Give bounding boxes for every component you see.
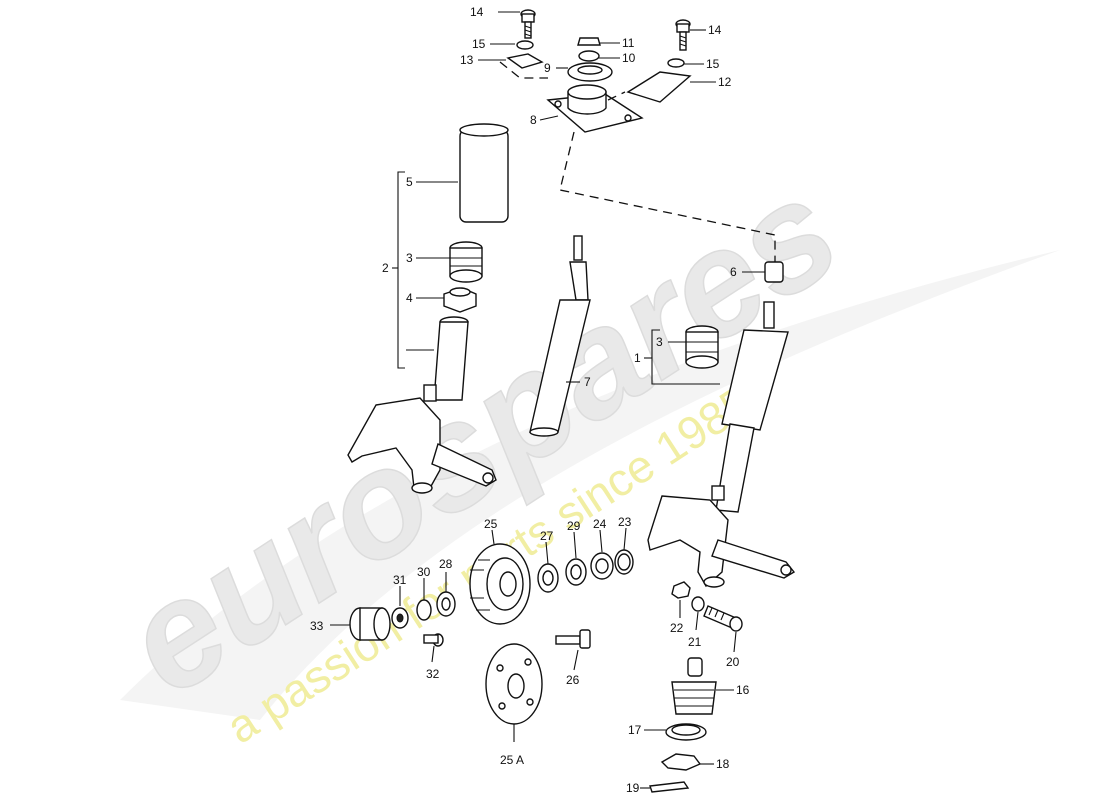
cotter-pin-19 (649, 781, 690, 793)
strut-insert-7 (529, 235, 591, 437)
nut-11 (577, 37, 601, 46)
callout-27: 27 (540, 529, 554, 543)
bump-stop-3-right (685, 325, 719, 369)
watermark-swoosh (120, 250, 1060, 720)
washer-15-right (667, 58, 685, 68)
washer-30 (416, 599, 432, 621)
nut-22 (671, 581, 691, 599)
callout-25: 25 (484, 517, 498, 531)
race-29 (565, 558, 587, 586)
callout-3-right: 3 (656, 335, 663, 349)
callout-4: 4 (406, 291, 413, 305)
callout-20: 20 (726, 655, 740, 669)
callout-3-left: 3 (406, 251, 413, 265)
callout-16: 16 (736, 683, 750, 697)
guide-line-left (499, 61, 548, 79)
callout-28: 28 (439, 557, 453, 571)
callout-8: 8 (530, 113, 537, 127)
bolt-26 (555, 629, 591, 649)
bearing-27 (537, 563, 559, 593)
callout-12: 12 (718, 75, 732, 89)
callout-9: 9 (544, 61, 551, 75)
bearing-9 (567, 62, 613, 82)
callout-29: 29 (567, 519, 581, 533)
plate-12 (626, 71, 692, 103)
callout-26: 26 (566, 673, 580, 687)
callout-13: 13 (460, 53, 474, 67)
bearing-24 (590, 552, 614, 580)
callout-11: 11 (622, 36, 635, 50)
bump-stop-3-left (449, 241, 483, 283)
callout-labels: 14 15 13 11 10 9 8 14 15 12 5 2 3 4 6 3 … (310, 5, 750, 795)
callout-31: 31 (393, 573, 407, 587)
callout-5: 5 (406, 175, 413, 189)
strut-housing-left (347, 316, 497, 494)
callout-21: 21 (688, 635, 702, 649)
bracket-2 (397, 171, 405, 369)
seal-23 (614, 549, 634, 575)
bushing-6 (764, 261, 784, 283)
bolt-14-right (675, 19, 691, 51)
guide-line-main (559, 131, 776, 262)
callout-22: 22 (670, 621, 684, 635)
bolt-14-left (520, 9, 536, 39)
callout-32: 32 (426, 667, 440, 681)
strut-mount-8 (546, 84, 644, 133)
shock-absorber-1 (647, 301, 796, 588)
callout-2: 2 (382, 261, 389, 275)
callout-18: 18 (716, 757, 730, 771)
callout-19: 19 (626, 781, 640, 795)
callout-17: 17 (628, 723, 642, 737)
leader-lines (330, 11, 765, 789)
nut-31 (391, 607, 409, 629)
bearing-28 (436, 591, 456, 617)
ring-17 (665, 723, 707, 741)
spring-seat-4 (443, 287, 477, 313)
lock-washer-18 (660, 753, 702, 771)
callout-15-right: 15 (706, 57, 720, 71)
bracket-1 (651, 329, 720, 385)
callout-30: 30 (417, 565, 431, 579)
callout-10: 10 (622, 51, 636, 65)
callout-14-left: 14 (470, 5, 484, 19)
callout-24: 24 (593, 517, 607, 531)
washer-15-left (516, 40, 534, 50)
dust-cap-33 (349, 607, 391, 641)
callout-7: 7 (584, 375, 591, 389)
callout-33: 33 (310, 619, 324, 633)
callout-14-right: 14 (708, 23, 722, 37)
washer-21 (691, 596, 705, 612)
guide-line-right (607, 91, 626, 101)
plate-13 (506, 53, 544, 69)
callout-23: 23 (618, 515, 632, 529)
callout-1: 1 (634, 351, 641, 365)
screw-32 (423, 633, 444, 647)
callout-6: 6 (730, 265, 737, 279)
washer-10 (578, 50, 600, 62)
wheel-hub-25 (469, 543, 531, 625)
dust-boot-5 (459, 123, 509, 223)
callout-15-left: 15 (472, 37, 486, 51)
ball-joint-boot-16 (671, 657, 717, 715)
callout-25a: 25 A (500, 753, 524, 767)
brake-disc-hub-25a (485, 643, 543, 725)
ball-pin-20 (703, 605, 743, 632)
